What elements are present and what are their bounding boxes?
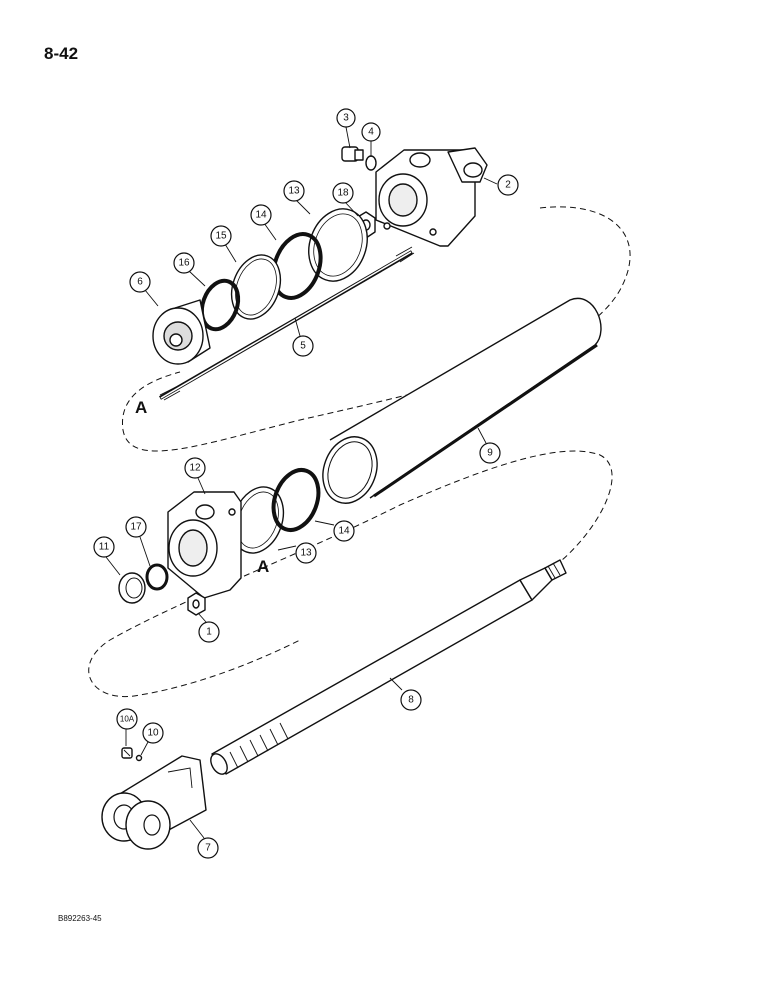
- svg-text:3: 3: [343, 113, 349, 124]
- svg-text:16: 16: [178, 258, 190, 269]
- svg-text:15: 15: [215, 231, 227, 242]
- nut-1: [187, 592, 206, 616]
- piston-6: [152, 299, 211, 365]
- svg-text:8: 8: [408, 695, 414, 706]
- o-ring-14-upper: [271, 232, 323, 300]
- callout-16: 16: [173, 252, 195, 274]
- callout-6: 6: [129, 271, 151, 293]
- svg-text:11: 11: [99, 542, 110, 553]
- ball-10: [135, 754, 143, 762]
- callout-11: 11: [93, 536, 115, 558]
- svg-text:7: 7: [205, 843, 211, 854]
- callout-13-lower: 13: [295, 542, 317, 564]
- upper-assembly-loop: [122, 206, 631, 452]
- barrel-tube-9: [322, 297, 602, 504]
- clevis-7: [101, 755, 207, 850]
- svg-text:18: 18: [337, 188, 349, 199]
- callout-10a: 10A: [116, 708, 138, 730]
- svg-text:13: 13: [288, 186, 300, 197]
- backup-ring-15: [230, 254, 282, 320]
- svg-text:14: 14: [255, 210, 267, 221]
- svg-text:10A: 10A: [120, 715, 135, 724]
- set-screw-10a: [121, 747, 133, 759]
- callout-17: 17: [125, 516, 147, 538]
- svg-text:13: 13: [300, 548, 312, 559]
- wiper-11: [118, 572, 146, 604]
- callout-7: 7: [197, 837, 219, 859]
- rod-seal-17: [145, 563, 169, 591]
- svg-text:6: 6: [137, 277, 143, 288]
- tie-rod-5: [158, 246, 415, 401]
- callout-5: 5: [292, 335, 314, 357]
- document-code: B892263-45: [58, 914, 102, 923]
- svg-text:1: 1: [206, 627, 212, 638]
- callout-9: 9: [479, 442, 501, 464]
- o-ring-4: [365, 155, 377, 171]
- callout-14-upper: 14: [250, 204, 272, 226]
- callout-2: 2: [497, 174, 519, 196]
- callout-14-lower: 14: [333, 520, 355, 542]
- callout-4: 4: [361, 122, 381, 142]
- callout-13-upper: 13: [283, 180, 305, 202]
- plug-3: [341, 146, 364, 162]
- lower-assembly-loop: [88, 450, 613, 697]
- callout-1: 1: [198, 621, 220, 643]
- svg-text:9: 9: [487, 448, 493, 459]
- reference-letter-upper: A: [135, 398, 147, 417]
- svg-text:10: 10: [147, 728, 159, 739]
- svg-text:14: 14: [338, 526, 350, 537]
- o-ring-14-lower: [271, 467, 321, 533]
- piston-rod-8: [210, 559, 567, 775]
- callout-8: 8: [400, 689, 422, 711]
- callout-12: 12: [184, 457, 206, 479]
- page-number: 8-42: [44, 44, 79, 63]
- head-block-12: [167, 491, 242, 599]
- reference-letter-lower: A: [257, 557, 269, 576]
- callout-3: 3: [336, 108, 356, 128]
- svg-text:5: 5: [300, 341, 306, 352]
- svg-text:17: 17: [130, 522, 142, 533]
- svg-text:12: 12: [189, 463, 201, 474]
- svg-text:4: 4: [368, 127, 374, 138]
- o-ring-16: [199, 278, 241, 332]
- callout-18: 18: [332, 182, 354, 204]
- callout-10: 10: [142, 722, 164, 744]
- callout-15: 15: [210, 225, 232, 247]
- svg-text:2: 2: [505, 180, 511, 191]
- head-block-2: [375, 147, 488, 247]
